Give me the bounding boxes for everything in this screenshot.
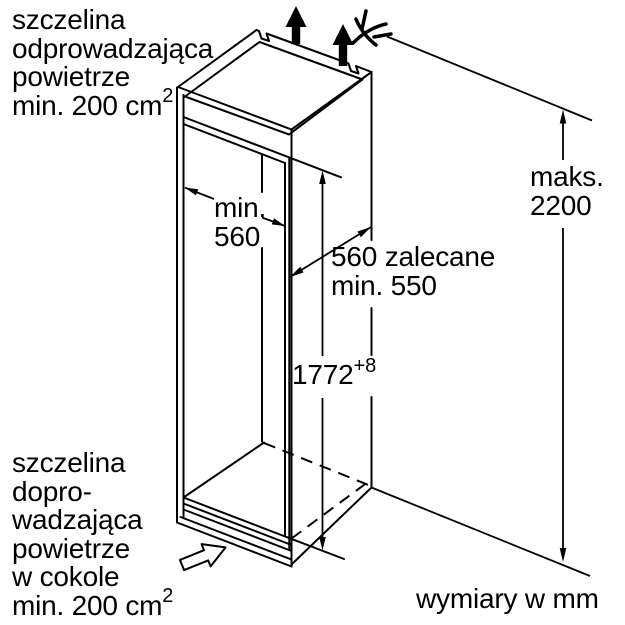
label-line: 560 zalecane [331,241,496,272]
cabinet-front-frame [176,86,342,568]
label-line: w cokole [12,561,120,592]
cabinet-plinth [176,441,345,568]
airflow-up-arrows [285,6,354,66]
label-line: odprowadzająca [12,32,214,64]
airflow-inlet-icon [178,543,227,572]
label-line: powietrze [12,532,131,564]
label-line: min. 550 [331,269,437,301]
floor-left-edge [182,441,265,499]
label-width-inner: min. 560 [214,192,267,252]
label-line: min. 200 cm2 [12,85,174,121]
airflow-up-icon [285,6,307,44]
dim-width-inner [184,186,286,227]
label-height-max: maks. 2200 [530,161,604,221]
hidden-floor-edges [263,442,372,540]
top-back-edge-with-notches [255,29,373,75]
floor-front-edge [182,496,345,560]
extension-line-top [386,35,593,122]
label-line: szczelina [12,4,126,35]
crossed-lines-icon [351,9,393,47]
dim-height-max [371,35,593,577]
label-line: dopro- [12,475,92,507]
extension-line-bottom [371,486,591,577]
label-line: wadzająca [12,504,143,535]
label-line: 560 [214,220,261,252]
label-line: 2200 [530,189,592,221]
airflow-inlet-arrow [178,543,227,572]
cabinet-right-face [290,71,373,566]
dim-height-inner [319,170,326,551]
dim-depth [289,226,372,278]
label-air-outlet: szczelina odprowadzająca powietrze min. … [12,4,214,121]
label-line: maks. [530,161,604,192]
label-depth: 560 zalecane min. 550 [331,241,496,301]
label-height-inner: 1772+8 [292,354,377,390]
top-vent-slot-lower-edge [182,116,342,179]
label-units: wymiary w mm [416,583,599,614]
label-line: min. 200 cm2 [12,585,174,621]
label-line: min. [214,192,267,223]
label-air-inlet: szczelina dopro- wadzająca powietrze w c… [12,447,174,621]
airflow-up-icon [332,24,354,66]
label-line: powietrze [12,61,131,92]
label-line: szczelina [12,447,126,478]
